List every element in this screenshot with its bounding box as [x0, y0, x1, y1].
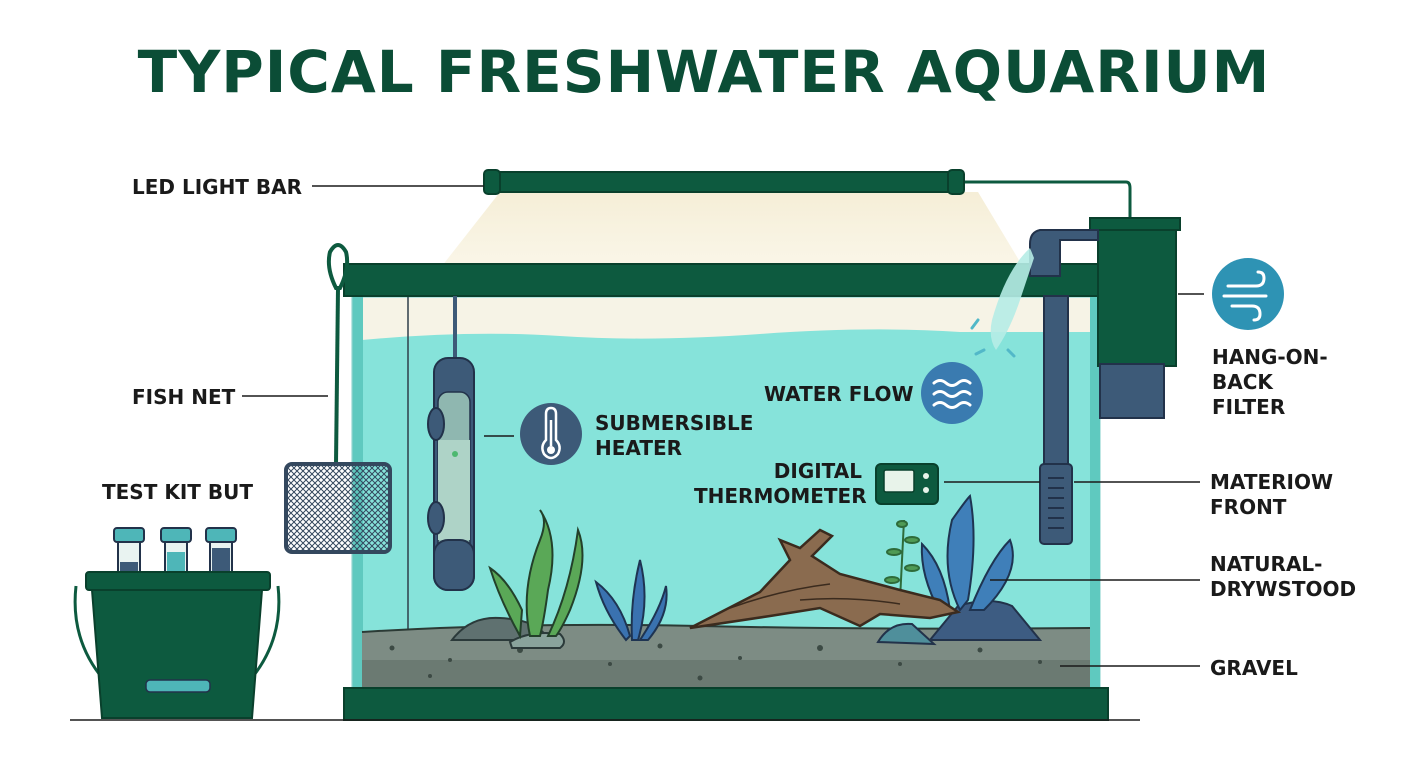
tank-lid — [343, 263, 1105, 297]
water-outflow — [990, 248, 1034, 350]
label-test-kit: TEST KIT BUT — [102, 480, 253, 504]
intake-strainer — [1039, 463, 1073, 545]
tank-base — [343, 687, 1109, 721]
plant-tall — [920, 493, 1014, 614]
test-kit-bucket — [73, 527, 281, 719]
plant-blue — [594, 559, 668, 642]
driftwood — [689, 528, 962, 630]
plant-green — [488, 509, 584, 640]
label-led-light-bar: LED LIGHT BAR — [132, 175, 303, 199]
plant-sprig — [884, 519, 920, 601]
wind-icon — [1212, 258, 1284, 330]
label-driftwood: NATURAL-DRYWSTOOD — [1210, 552, 1357, 601]
page-title: TYPICAL FRESHWATER AQUARIUM — [137, 38, 1271, 106]
label-water-flow: WATER FLOW — [764, 382, 914, 406]
fish-net — [284, 462, 392, 554]
label-gravel: GRAVEL — [1210, 656, 1298, 680]
filter-box — [1097, 225, 1177, 367]
label-fish-net: FISH NET — [132, 385, 236, 409]
water-flow-icon — [921, 362, 983, 424]
intake-tube — [1043, 295, 1069, 477]
thermometer-icon — [520, 403, 582, 465]
led-light-bar — [493, 171, 955, 193]
